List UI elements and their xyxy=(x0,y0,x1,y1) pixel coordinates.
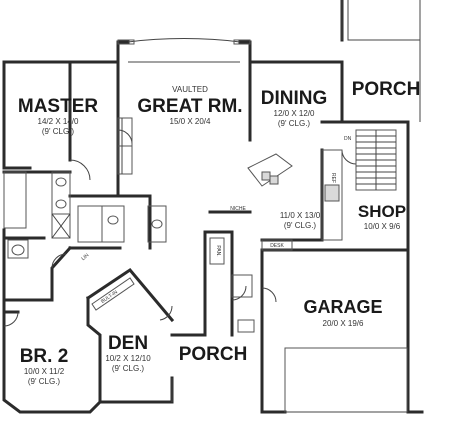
porch-front-name: PORCH xyxy=(179,344,248,365)
great-room-dims: 15/0 X 20/4 xyxy=(170,117,211,126)
bedroom2-dims: 10/0 X 11/2 xyxy=(24,367,65,376)
bedroom2-name: BR. 2 xyxy=(20,346,69,367)
dining-dims: 12/0 X 12/0 xyxy=(274,109,315,118)
great-room-windows xyxy=(117,39,251,63)
shop-dims: 10/0 X 9/6 xyxy=(364,222,401,231)
dining-name: DINING xyxy=(261,88,328,109)
kitchen-counters xyxy=(209,149,343,265)
great-room-note: VAULTED xyxy=(172,85,208,94)
den-dims: 10/2 X 12/10 xyxy=(105,354,151,363)
linen-label: LIN xyxy=(80,252,90,262)
master-closet xyxy=(117,117,133,175)
misc-closets xyxy=(231,274,255,333)
den-name: DEN xyxy=(108,333,148,354)
bath-fixtures xyxy=(3,171,167,259)
doors xyxy=(3,129,357,327)
master-name: MASTER xyxy=(18,96,99,117)
shop-name: SHOP xyxy=(358,202,406,221)
garage-name: GARAGE xyxy=(303,297,382,317)
kitchen-ceiling: (9' CLG.) xyxy=(284,221,317,230)
master-ceiling: (9' CLG.) xyxy=(42,127,75,136)
bedroom2-ceiling: (9' CLG.) xyxy=(28,377,61,386)
porch-lines xyxy=(127,0,421,402)
great-room-name: GREAT RM. xyxy=(137,96,242,117)
stairs xyxy=(355,129,397,191)
refrigerator-label: REF xyxy=(330,173,336,183)
room-labels: MASTER 14/2 X 14/0 (9' CLG.) VAULTED GRE… xyxy=(18,79,420,386)
dining-ceiling: (9' CLG.) xyxy=(278,119,311,128)
master-dims: 14/2 X 14/0 xyxy=(38,117,79,126)
garage-door xyxy=(284,347,408,413)
desk-label: DESK xyxy=(270,243,284,249)
porch-top-name: PORCH xyxy=(352,79,421,100)
den-ceiling: (9' CLG.) xyxy=(112,364,145,373)
niche-label: NICHE xyxy=(230,206,246,212)
down-label: DN xyxy=(344,136,352,142)
kitchen-dims: 11/0 X 13/0 xyxy=(280,211,321,220)
pantry-label: PAN. xyxy=(215,245,221,256)
den-builtin xyxy=(91,277,135,311)
garage-dims: 20/0 X 19/6 xyxy=(323,319,364,328)
